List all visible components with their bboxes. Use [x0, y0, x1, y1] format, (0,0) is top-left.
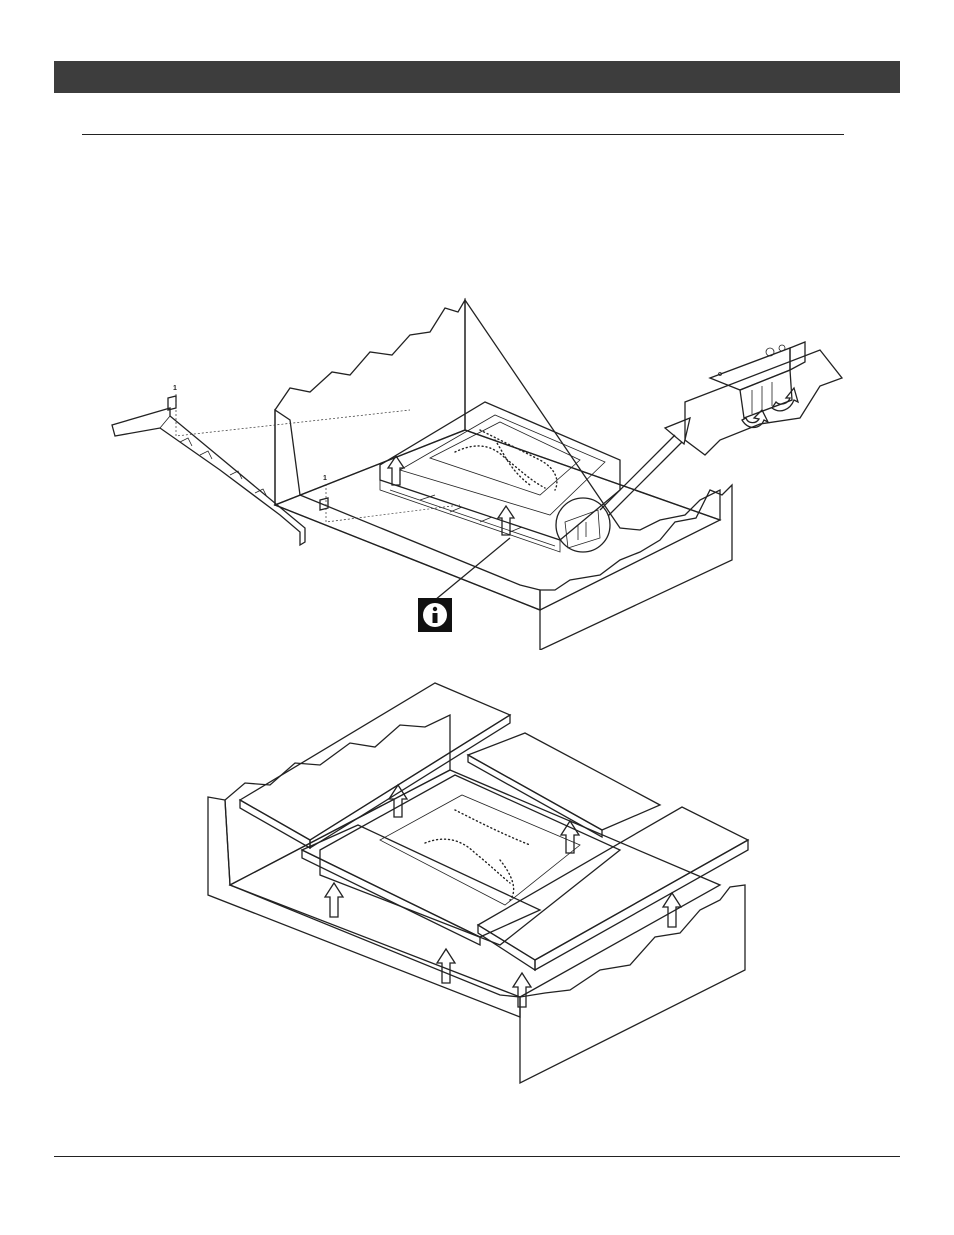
- foam-front-left: [302, 825, 540, 937]
- detail-magnifier-icon: [556, 498, 610, 552]
- footer-rule: [54, 1156, 900, 1157]
- rotate-arrow-icon: [742, 410, 768, 428]
- unpacking-figure-bottom: [200, 675, 760, 1085]
- up-arrow-icon: [513, 973, 531, 1007]
- header-bar: [54, 61, 900, 93]
- hook-marker-top: 1: [173, 385, 177, 392]
- unpacking-figure-top: 1 1: [100, 290, 860, 650]
- carton-left-wall: [208, 797, 520, 1017]
- burner-unit: [380, 402, 620, 540]
- up-arrow-icon: [325, 883, 343, 917]
- carton-front-wall: [540, 485, 732, 650]
- foam-front-right: [478, 807, 748, 960]
- figure-bottom-svg: [200, 675, 760, 1085]
- hook-marker-bottom: 1: [323, 475, 327, 482]
- foam-back-left: [240, 683, 510, 840]
- figure-top-svg: 1 1: [100, 290, 860, 650]
- carton-floor: [230, 770, 720, 997]
- carton-left-front-wall: [275, 410, 540, 610]
- section-title-rule: [82, 134, 844, 135]
- detail-inset: [685, 342, 842, 455]
- carton-right-wall: [465, 300, 720, 530]
- carton-back-wall: [225, 715, 450, 885]
- grate-bar: [112, 396, 328, 545]
- carton-back-wall: [275, 300, 465, 505]
- info-icon: [418, 598, 452, 632]
- header-title: [54, 69, 64, 85]
- rotate-arrow-icon: [772, 388, 798, 411]
- up-arrow-icon: [663, 893, 681, 927]
